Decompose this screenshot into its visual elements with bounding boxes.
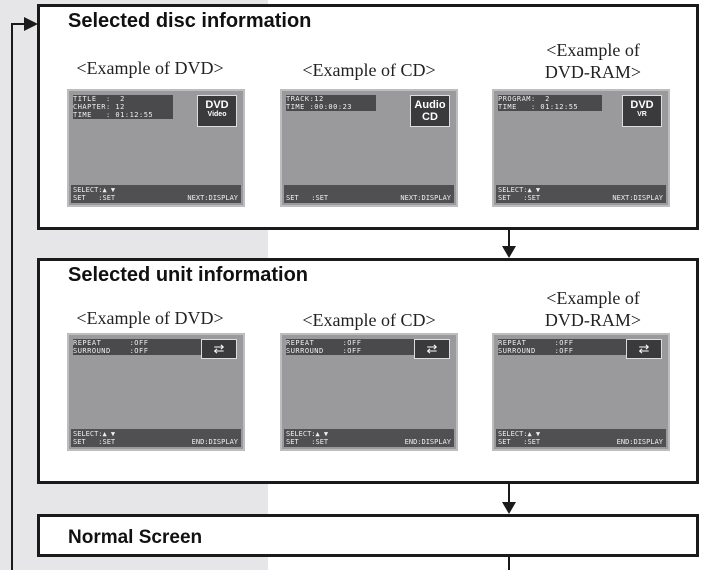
return-line-vertical — [11, 24, 13, 570]
status-bar: SET :SET NEXT:DISPLAY — [284, 185, 454, 203]
example-label: <Example of DVD> — [76, 58, 224, 78]
tv-screen: PROGRAM: 2 TIME : 01:12:55 DVD VR SELECT… — [492, 89, 670, 207]
flow-line-1 — [508, 228, 510, 248]
normal-screen-title: Normal Screen — [68, 527, 203, 548]
osd-info: REPEAT :OFF SURROUND :OFF — [498, 339, 626, 355]
repeat-icon: ⇄ — [201, 339, 237, 359]
unit-info-panel: Selected unit information <Example of DV… — [37, 258, 699, 484]
osd-info: PROGRAM: 2 TIME : 01:12:55 — [498, 95, 602, 111]
status-bar: SELECT:▲ ▼ SET :SET END:DISPLAY — [284, 429, 454, 447]
panel-title: Selected disc information — [68, 10, 312, 32]
normal-screen-box: Normal Screen — [37, 514, 699, 557]
return-arrow — [24, 17, 38, 31]
disc-icon: DVD Video — [197, 95, 237, 127]
status-bar: SELECT:▲ ▼ SET :SET NEXT:DISPLAY — [71, 185, 241, 203]
osd-info: TRACK:12 TIME :00:00:23 — [286, 95, 376, 111]
osd-info: TITLE : 2 CHAPTER: 12 TIME : 01:12:55 — [73, 95, 173, 119]
status-bar: SELECT:▲ ▼ SET :SET NEXT:DISPLAY — [496, 185, 666, 203]
status-bar: SELECT:▲ ▼ SET :SET END:DISPLAY — [71, 429, 241, 447]
flow-arrow-1 — [502, 246, 516, 258]
disc-icon: Audio CD — [410, 95, 450, 127]
tv-screen: TITLE : 2 CHAPTER: 12 TIME : 01:12:55 DV… — [67, 89, 245, 207]
osd-info: REPEAT :OFF SURROUND :OFF — [286, 339, 414, 355]
disc-info-panel: Selected disc information <Example of DV… — [37, 4, 699, 230]
tv-screen: REPEAT :OFF SURROUND :OFF ⇄ SELECT:▲ ▼ S… — [67, 333, 245, 451]
tv-screen: REPEAT :OFF SURROUND :OFF ⇄ SELECT:▲ ▼ S… — [280, 333, 458, 451]
osd-info: REPEAT :OFF SURROUND :OFF — [73, 339, 201, 355]
repeat-icon: ⇄ — [414, 339, 450, 359]
disc-icon: DVD VR — [622, 95, 662, 127]
repeat-icon: ⇄ — [626, 339, 662, 359]
example-label: <Example of CD> — [302, 310, 436, 330]
flow-arrow-2 — [502, 502, 516, 514]
example-label: <Example of DVD> — [76, 308, 224, 328]
tv-screen: REPEAT :OFF SURROUND :OFF ⇄ SELECT:▲ ▼ S… — [492, 333, 670, 451]
return-line-horizontal — [11, 23, 27, 25]
example-label: <Example of DVD-RAM> — [544, 40, 642, 82]
status-bar: SELECT:▲ ▼ SET :SET END:DISPLAY — [496, 429, 666, 447]
flow-line-2 — [508, 484, 510, 504]
flow-line-3 — [508, 556, 510, 570]
tv-screen: TRACK:12 TIME :00:00:23 Audio CD SET :SE… — [280, 89, 458, 207]
example-label: <Example of CD> — [302, 60, 436, 80]
panel-title: Selected unit information — [68, 264, 309, 286]
example-label: <Example of DVD-RAM> — [544, 288, 642, 330]
